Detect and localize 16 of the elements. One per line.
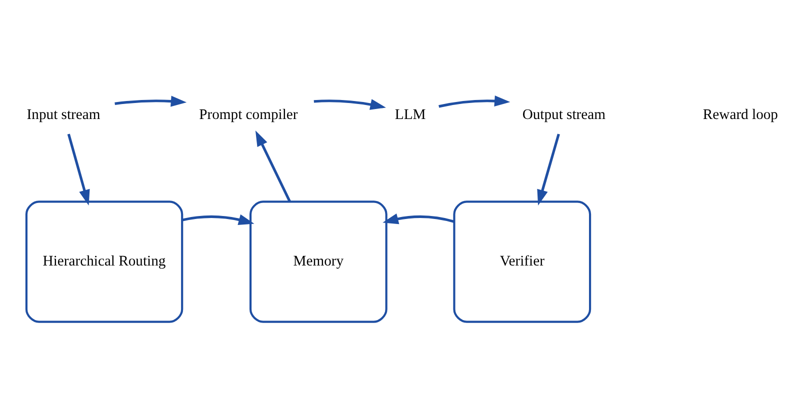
node-text: Output stream <box>522 106 606 122</box>
node-box: Hierarchical Routing <box>25 200 184 322</box>
node-text: Prompt compiler <box>199 106 298 122</box>
label: Reward loop <box>702 106 778 122</box>
arrow <box>114 95 187 106</box>
node-text: Input stream <box>26 106 100 122</box>
arrow <box>314 98 386 110</box>
arrow <box>537 133 560 205</box>
arrow <box>438 94 510 108</box>
node-text: LLM <box>394 106 426 122</box>
arrow <box>67 133 90 205</box>
node-box: Verifier <box>453 200 592 322</box>
arrow <box>255 130 292 202</box>
arrow <box>382 213 454 224</box>
arrow <box>182 214 254 224</box>
node-box: Memory <box>249 200 388 322</box>
